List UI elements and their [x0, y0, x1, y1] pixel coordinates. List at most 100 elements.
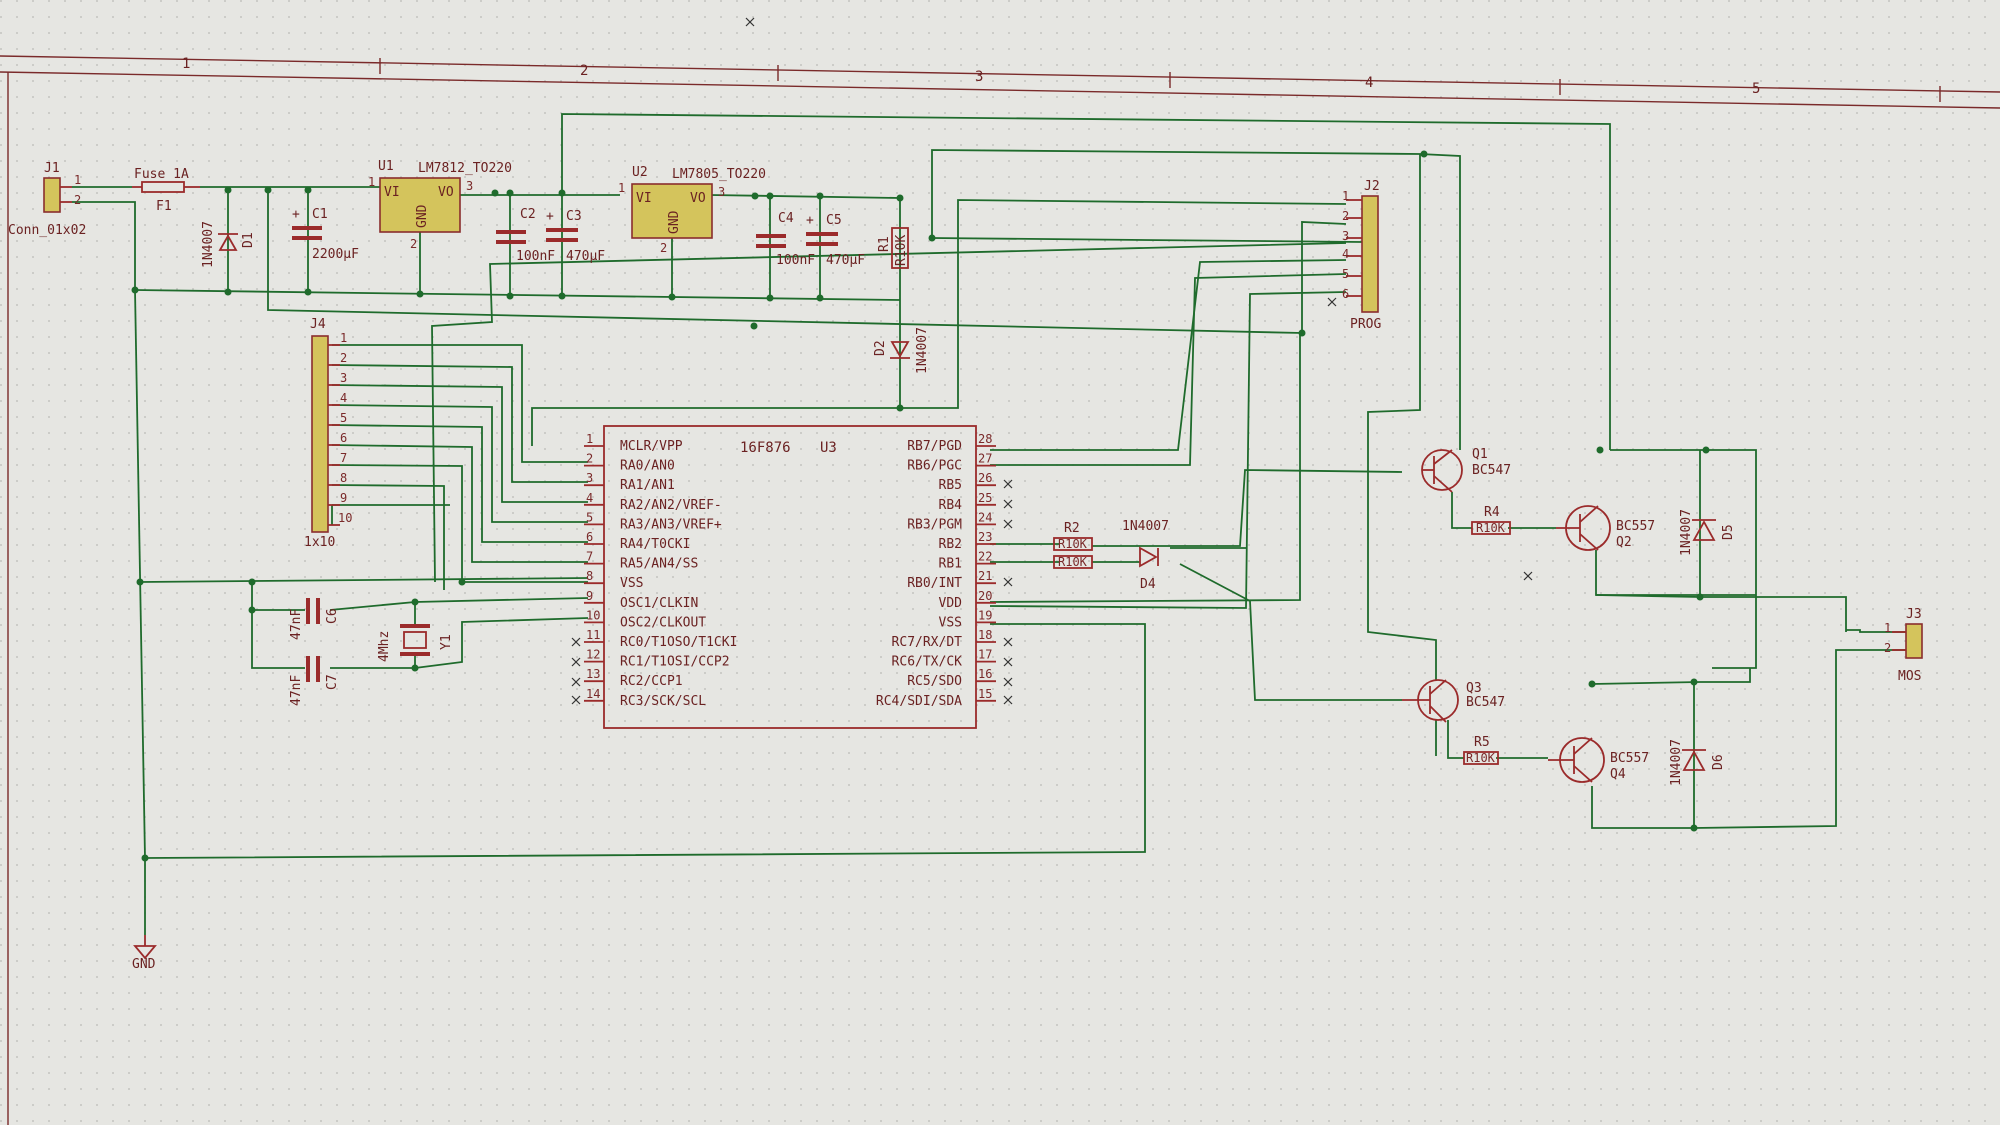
mcu-pin-name: RC6/TX/CK [892, 655, 963, 670]
connector-j4[interactable]: J4 1 2 3 4 5 6 7 8 9 10 1x10 [304, 317, 352, 550]
crystal-y1[interactable]: 4Mhz Y1 [377, 624, 454, 662]
capacitor-c1[interactable]: + C1 2200µF [292, 207, 359, 262]
mcu-right-pins: 28RB7/PGD27RB6/PGC26RB525RB424RB3/PGM23R… [876, 432, 996, 709]
mcu-pin-number: 7 [586, 550, 593, 564]
c2-value: 100nF [516, 249, 555, 264]
c1-ref: C1 [312, 207, 328, 222]
j2-value: PROG [1350, 317, 1381, 332]
fuse-f1[interactable]: Fuse 1A F1 [132, 167, 200, 214]
capacitor-c4[interactable]: C4 100nF [756, 211, 815, 268]
regulator-u1[interactable]: VI VO GND 1 3 2 U1 LM7812_TO220 [368, 159, 512, 251]
mcu-pin-number: 5 [586, 510, 593, 524]
resistor-r3[interactable]: R10K [1053, 555, 1093, 569]
q3-value: BC547 [1466, 695, 1505, 710]
junctions [131, 150, 1710, 862]
mcu-pin-name: RC3/SCK/SCL [620, 694, 706, 709]
capacitor-c3[interactable]: + C3 470µF [546, 209, 605, 264]
capacitor-c6[interactable]: 47nF C6 [289, 598, 340, 640]
resistor-r2[interactable]: R2 R10K [1053, 521, 1093, 551]
resistor-r4[interactable]: R4 R10K [1471, 505, 1511, 535]
u2-pin-out: 3 [718, 185, 725, 199]
mcu-pin-number: 22 [978, 550, 992, 564]
resistor-r5[interactable]: R5 R10K [1463, 735, 1499, 765]
c2-ref: C2 [520, 207, 536, 222]
connector-j3[interactable]: J3 1 2 MOS [1884, 607, 1923, 684]
mcu-pin-name: RB0/INT [907, 576, 962, 591]
mcu-pin-name: RB7/PGD [907, 439, 962, 454]
diode-d4[interactable]: 1N4007 D4 [1122, 519, 1169, 592]
capacitor-c7[interactable]: 47nF C7 [289, 656, 340, 706]
capacitor-c2[interactable]: C2 100nF [496, 207, 555, 264]
j2-ref: J2 [1364, 179, 1380, 194]
transistor-q4[interactable]: BC557 Q4 [1548, 737, 1649, 783]
q1-ref: Q1 [1472, 447, 1488, 462]
c1-value: 2200µF [312, 247, 359, 262]
mcu-pin-number: 28 [978, 432, 992, 446]
mcu-pin-number: 17 [978, 648, 992, 662]
mcu-pin-name: RB2 [939, 537, 962, 552]
gnd-symbol[interactable]: GND [132, 935, 157, 972]
j4-pin-1: 1 [340, 331, 347, 345]
mcu-pin-name: RB4 [939, 498, 963, 513]
connector-j1[interactable]: J1 1 2 Conn_01x02 [8, 161, 86, 238]
r1-ref: R1 [877, 236, 892, 252]
j3-pin-1: 1 [1884, 621, 1891, 635]
j3-pin-2: 2 [1884, 641, 1891, 655]
diode-d5[interactable]: 1N4007 D5 [1679, 509, 1736, 556]
fuse-value: Fuse 1A [134, 167, 189, 182]
q3-ref: Q3 [1466, 681, 1482, 696]
transistor-q2[interactable]: BC557 Q2 [1556, 505, 1655, 551]
resistor-r1[interactable]: R1 R10K [877, 227, 909, 269]
diode-d2[interactable]: D2 1N4007 [873, 327, 930, 374]
mcu-pin-number: 23 [978, 530, 992, 544]
mcu-pin-number: 11 [586, 628, 600, 642]
transistor-q3[interactable]: Q3 BC547 [1402, 679, 1505, 723]
transistor-q1[interactable]: Q1 BC547 [1421, 447, 1511, 493]
capacitor-c5[interactable]: + C5 470µF [806, 213, 865, 268]
q4-value: BC557 [1610, 751, 1649, 766]
c4-ref: C4 [778, 211, 794, 226]
regulator-u2[interactable]: VI VO GND 1 3 2 U2 LM7805_TO220 [618, 165, 766, 255]
diode-d6[interactable]: 1N4007 D6 [1669, 739, 1726, 786]
mcu-pin-number: 13 [586, 667, 600, 681]
diode-d1[interactable]: 1N4007 D1 [201, 221, 256, 268]
j4-pin-4: 4 [340, 391, 347, 405]
q2-ref: Q2 [1616, 535, 1632, 550]
connector-j2[interactable]: J2 1 2 3 4 5 6 PROG [1327, 179, 1381, 332]
j4-pin-8: 8 [340, 471, 347, 485]
r3-value: R10K [1058, 555, 1088, 569]
mcu-pin-name: VSS [939, 615, 962, 630]
mcu-pin-name: RA3/AN3/VREF+ [620, 517, 722, 532]
d1-value: 1N4007 [201, 221, 216, 268]
